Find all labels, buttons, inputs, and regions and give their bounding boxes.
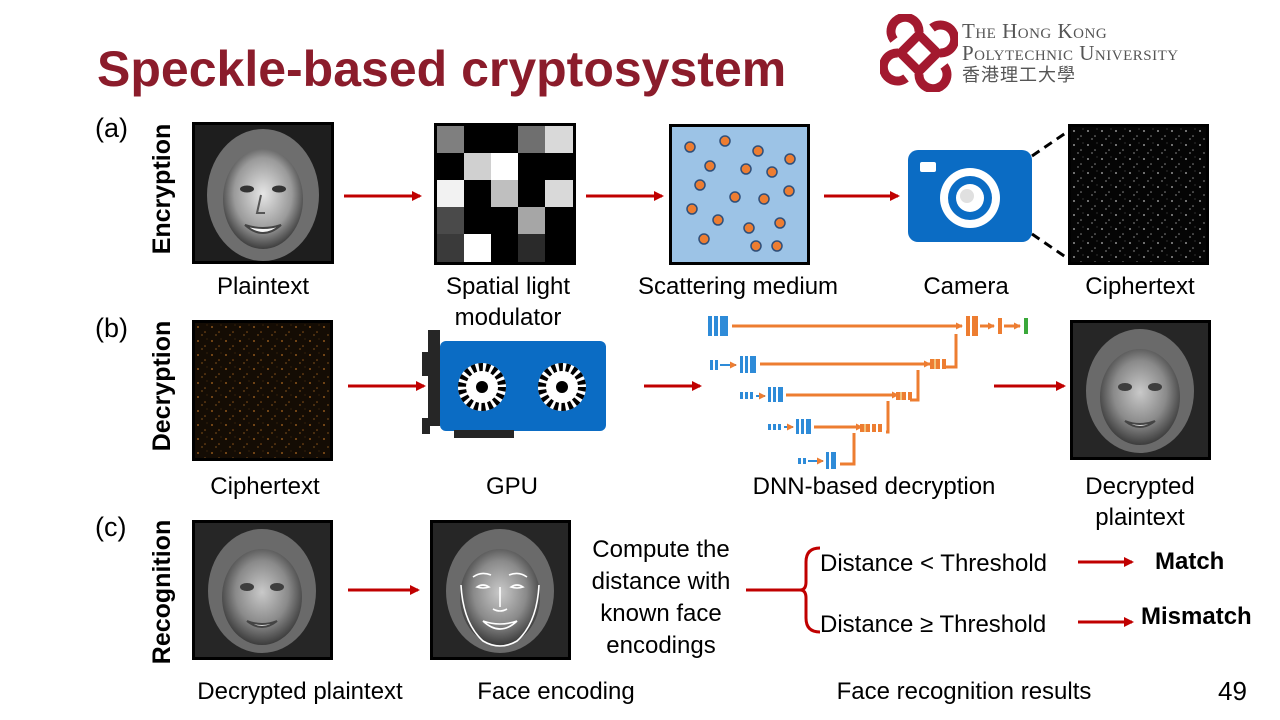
gpu-fan-right-icon — [538, 363, 586, 411]
university-line1: The Hong Kong — [962, 19, 1108, 43]
caption-dnn: DNN-based decryption — [752, 473, 996, 500]
row-label-a: (a) — [95, 113, 128, 143]
gpu-fan-left-icon — [458, 363, 506, 411]
arrow-ciphertext-to-gpu — [348, 381, 426, 391]
dnn-unet-diagram — [708, 316, 1028, 469]
ciphertext-orange-speckle-image — [192, 320, 333, 461]
arrow-gpu-to-dnn — [644, 381, 702, 391]
side-label-recognition: Recognition — [148, 519, 176, 665]
arrow-to-mismatch — [1078, 617, 1134, 627]
result-match: Match — [1155, 548, 1225, 575]
caption-gpu: GPU — [485, 473, 538, 500]
caption-decrypted-b: Decrypted plaintext — [1064, 471, 1216, 533]
page-title: Speckle-based cryptosystem — [97, 41, 787, 97]
caption-slm-line1: Spatial light — [445, 273, 571, 300]
ciphertext-speckle-image — [1068, 124, 1209, 265]
caption-decrypted-c: Decrypted plaintext — [197, 678, 403, 705]
caption-scattering: Scattering medium — [637, 273, 839, 300]
slm-pattern-image — [434, 123, 576, 265]
result-mismatch: Mismatch — [1141, 603, 1252, 630]
caption-slm-line2: modulator — [454, 304, 562, 331]
compute-line1: Compute the — [592, 536, 730, 563]
gpu-icon — [422, 330, 606, 438]
compute-line2: distance with — [591, 568, 731, 595]
polyu-logo-icon — [880, 14, 958, 92]
caption-decrypted-line2: plaintext — [1095, 504, 1185, 531]
arrow-to-match — [1078, 557, 1134, 567]
compute-line3: known face — [600, 600, 722, 627]
compute-distance-text: Compute the distance with known face enc… — [578, 534, 744, 662]
side-label-encryption: Encryption — [148, 123, 176, 255]
condition-greater-equal: Distance ≥ Threshold — [820, 611, 1047, 638]
page-number: 49 — [1218, 676, 1247, 706]
university-name: The Hong Kong Polytechnic University 香港理… — [962, 20, 1179, 86]
condition-less-than: Distance < Threshold — [820, 550, 1048, 577]
university-line3: 香港理工大學 — [962, 65, 1076, 85]
arrow-slm-to-medium — [586, 191, 664, 201]
face-encoding-image — [430, 520, 571, 660]
caption-results: Face recognition results — [836, 678, 1092, 705]
arrow-medium-to-camera — [824, 191, 900, 201]
decrypted-face-image-c — [192, 520, 333, 660]
caption-decrypted-line1: Decrypted — [1085, 473, 1195, 500]
caption-face-encoding: Face encoding — [477, 678, 635, 705]
university-line2: Polytechnic University — [962, 41, 1179, 65]
caption-slm: Spatial light modulator — [418, 271, 598, 333]
decrypted-face-image — [1070, 320, 1211, 460]
caption-camera: Camera — [923, 273, 1009, 300]
row-label-b: (b) — [95, 313, 128, 343]
caption-ciphertext-b: Ciphertext — [210, 473, 320, 500]
camera-icon — [908, 128, 1071, 262]
caption-ciphertext-a: Ciphertext — [1085, 273, 1195, 300]
side-label-decryption: Decryption — [148, 320, 176, 452]
arrow-decrypted-to-encoding — [348, 585, 420, 595]
decision-bracket — [746, 546, 821, 634]
compute-line4: encodings — [606, 632, 716, 659]
plaintext-face-image — [192, 122, 334, 264]
row-label-c: (c) — [95, 512, 127, 542]
caption-plaintext: Plaintext — [216, 273, 310, 300]
arrow-plaintext-to-slm — [344, 191, 422, 201]
arrow-dnn-to-decrypted — [994, 381, 1066, 391]
scattering-medium-image — [669, 124, 810, 265]
